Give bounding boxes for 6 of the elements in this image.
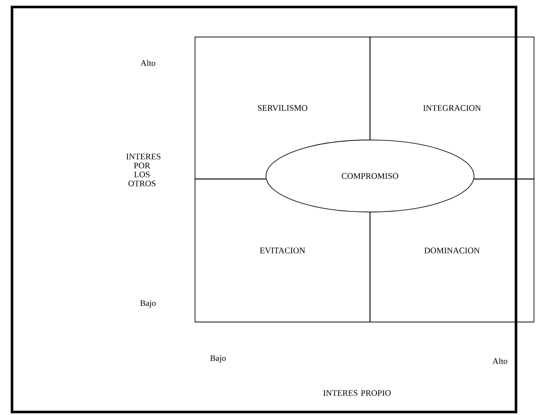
axis-label: INTERES PROPIO [323, 390, 391, 396]
axis-label: Alto [492, 358, 508, 364]
axis-label: INTERES POR LOS OTROS [126, 154, 160, 186]
axis-label: Bajo [140, 300, 156, 308]
axis-label: Alto [140, 60, 156, 66]
axis-label: Bajo [210, 355, 226, 363]
